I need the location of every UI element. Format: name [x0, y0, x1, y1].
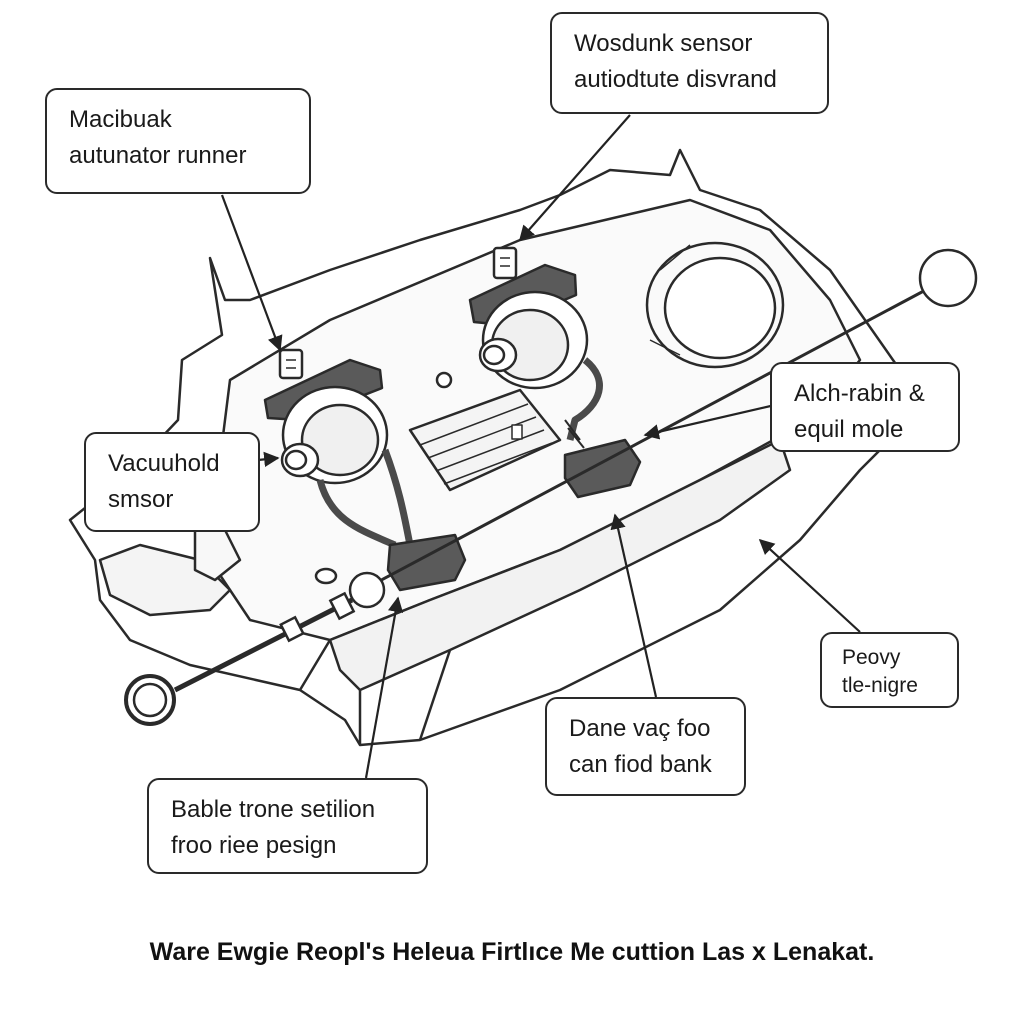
- figure-caption: Ware Ewgie Reopl's Heleua Firtlıce Me cu…: [149, 938, 875, 966]
- callout-left-line1: Vacuuhold: [108, 450, 220, 477]
- callout-right-lower-line2: tle-nigre: [842, 674, 918, 697]
- callout-bottom-left: Bable trone setilion froo riee pesign: [147, 778, 428, 874]
- callout-right-upper-line1: Alch-rabin &: [794, 380, 925, 407]
- callout-top-center-line2: autiodtute disvrand: [574, 66, 777, 93]
- callout-top-left: Macibuak autunator runner: [45, 88, 311, 194]
- callout-bottom-left-line1: Bable trone setilion: [171, 796, 376, 823]
- callout-right-lower-line1: Peovy: [842, 646, 901, 669]
- callout-bottom-left-line2: froo riee pesign: [171, 832, 337, 859]
- engine-block: [68, 148, 902, 747]
- callout-top-left-line1: Macibuak: [69, 106, 172, 133]
- callout-top-center: Wosdunk sensor autiodtute disvrand: [550, 12, 829, 114]
- callout-right-lower: Peovy tle-nigre: [820, 632, 959, 708]
- callout-left: Vacuuhold smsor: [84, 432, 260, 532]
- left-sensor-assembly: [263, 348, 467, 592]
- callout-bottom-center: Dane vaç foo can fiod bank: [545, 697, 746, 796]
- callout-right-upper-line2: equil mole: [794, 416, 904, 443]
- callout-right-upper: Alch-rabin & equil mole: [770, 362, 960, 452]
- center-sensor-assembly: [468, 246, 642, 499]
- callout-top-left-line2: autunator runner: [69, 142, 247, 169]
- callout-left-line2: smsor: [108, 486, 174, 513]
- callout-bottom-center-line1: Dane vaç foo: [569, 715, 711, 742]
- callout-bottom-center-line2: can fiod bank: [569, 751, 712, 778]
- leader-lines: [220, 114, 861, 779]
- callout-top-center-line1: Wosdunk sensor: [574, 30, 753, 57]
